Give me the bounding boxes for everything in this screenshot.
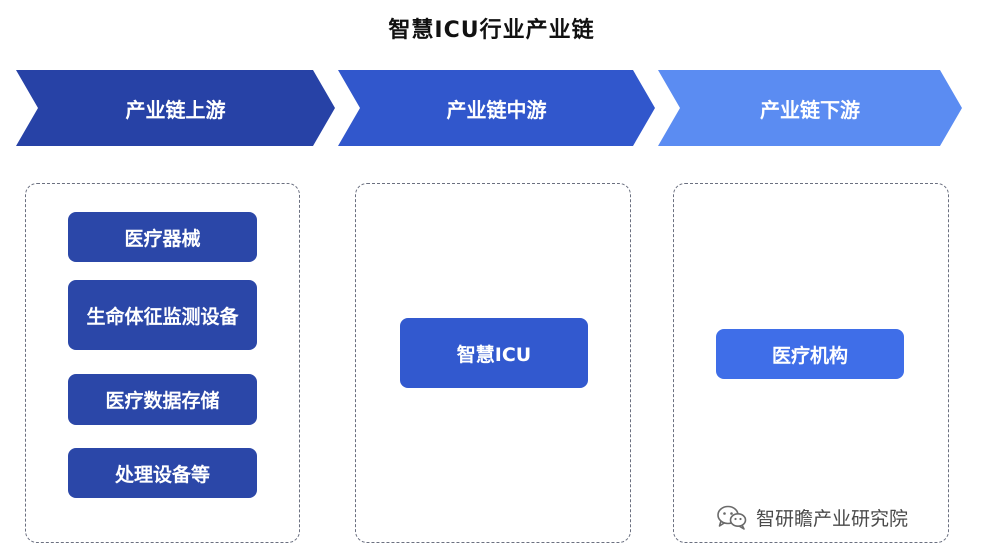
upstream-item-vital-sign-monitors: 生命体征监测设备	[68, 280, 257, 350]
stage-label-downstream: 产业链下游	[760, 98, 860, 122]
stage-label-midstream: 产业链中游	[446, 98, 547, 122]
upstream-item-processing-devices: 处理设备等	[68, 448, 257, 498]
stage-chevrons	[16, 70, 962, 146]
wechat-icon	[717, 505, 747, 530]
stage-label-upstream: 产业链上游	[125, 98, 226, 122]
watermark-text: 智研瞻产业研究院	[756, 507, 909, 530]
diagram-title: 智慧ICU行业产业链	[388, 18, 595, 43]
downstream-panel	[673, 183, 949, 543]
chevron-midstream	[338, 70, 655, 146]
chevron-upstream	[16, 70, 335, 146]
midstream-item-smart-icu: 智慧ICU	[400, 318, 588, 388]
downstream-item-medical-institutions: 医疗机构	[716, 329, 904, 379]
upstream-item-data-storage: 医疗数据存储	[68, 374, 257, 425]
upstream-panel	[25, 183, 300, 543]
watermark: 智研瞻产业研究院	[716, 500, 908, 534]
chevron-downstream	[658, 70, 962, 146]
midstream-panel	[355, 183, 631, 543]
upstream-item-medical-devices: 医疗器械	[68, 212, 257, 262]
